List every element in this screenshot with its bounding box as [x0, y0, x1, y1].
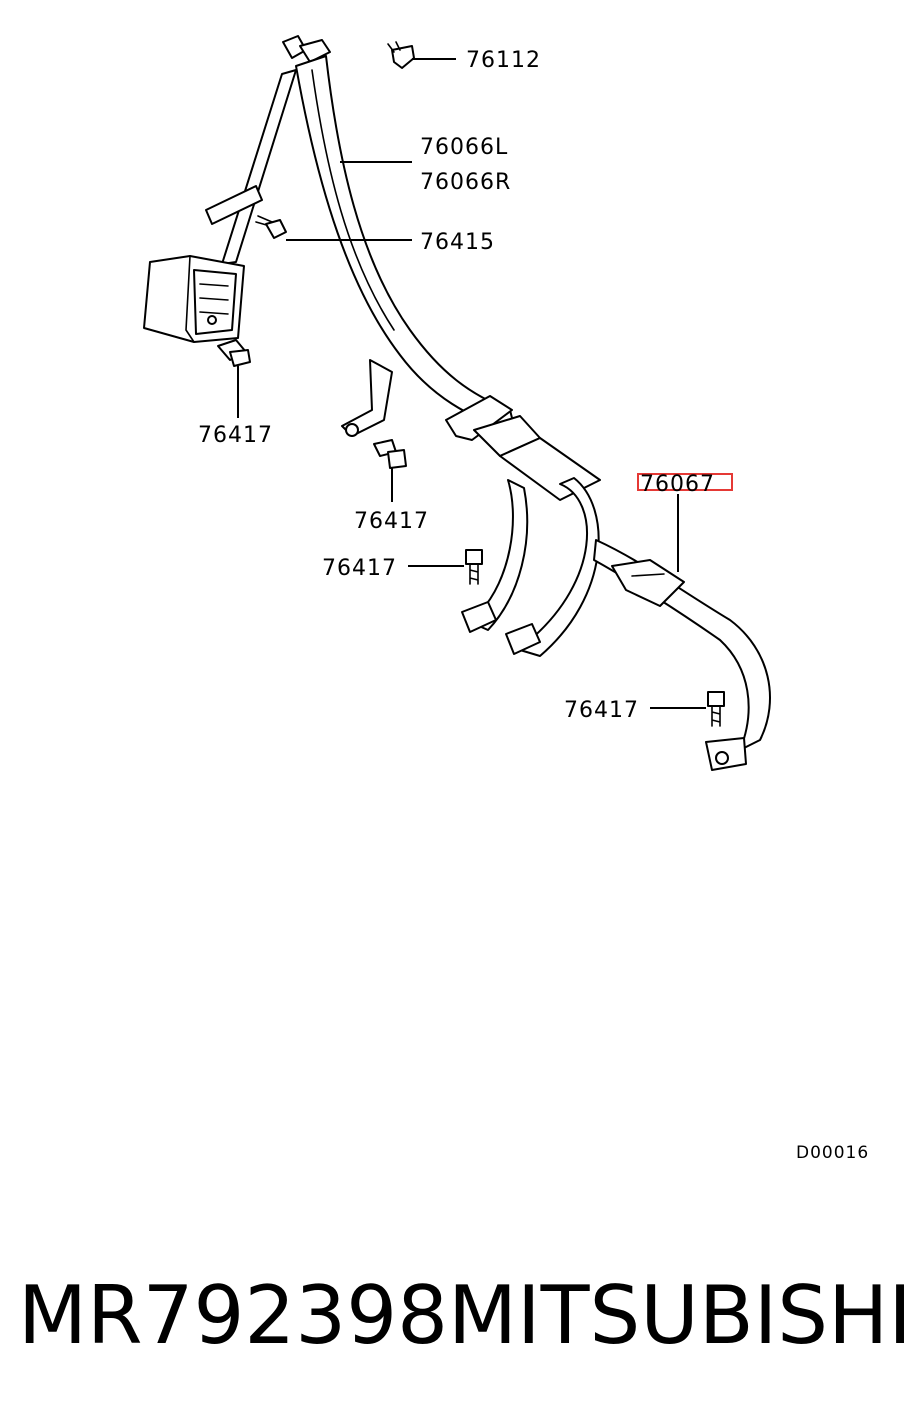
lap-belt-loops	[461, 477, 600, 657]
callout-76417-right: 76417	[564, 698, 639, 723]
retractor-unit	[143, 255, 245, 343]
buckle-strap-76067	[593, 539, 771, 771]
drawing-code: D00016	[796, 1143, 869, 1163]
callout-76066R: 76066R	[420, 170, 511, 195]
anchor-bracket-left	[341, 359, 393, 437]
bolt-76417-lower	[465, 549, 483, 585]
bolt-76417-retractor	[217, 339, 251, 367]
callout-76415: 76415	[420, 230, 495, 255]
highlight-76067	[637, 473, 733, 491]
callout-76112: 76112	[466, 48, 541, 73]
callout-76067: 76067	[640, 472, 715, 497]
callout-76417-retractor: 76417	[198, 423, 273, 448]
leader-lines	[237, 58, 706, 709]
anchor-clip-76112	[387, 41, 415, 69]
callout-76417-middle: 76417	[354, 509, 429, 534]
bolt-76417-middle	[373, 439, 407, 469]
part-number: MR792398	[18, 1268, 448, 1362]
bolt-76415	[255, 215, 287, 239]
callout-76417-lower: 76417	[322, 556, 397, 581]
retractor-guide-strap	[205, 69, 297, 265]
brand-name: MITSUBISHI	[448, 1268, 909, 1362]
product-footer: MR792398 MITSUBISHI	[18, 1265, 909, 1365]
callout-labels: 76112 76066L 76066R 76415 76417 76417 76…	[198, 48, 869, 1163]
callout-76066L: 76066L	[420, 135, 508, 160]
bolt-76417-right	[707, 691, 725, 727]
upper-anchor-bolt	[282, 35, 331, 63]
